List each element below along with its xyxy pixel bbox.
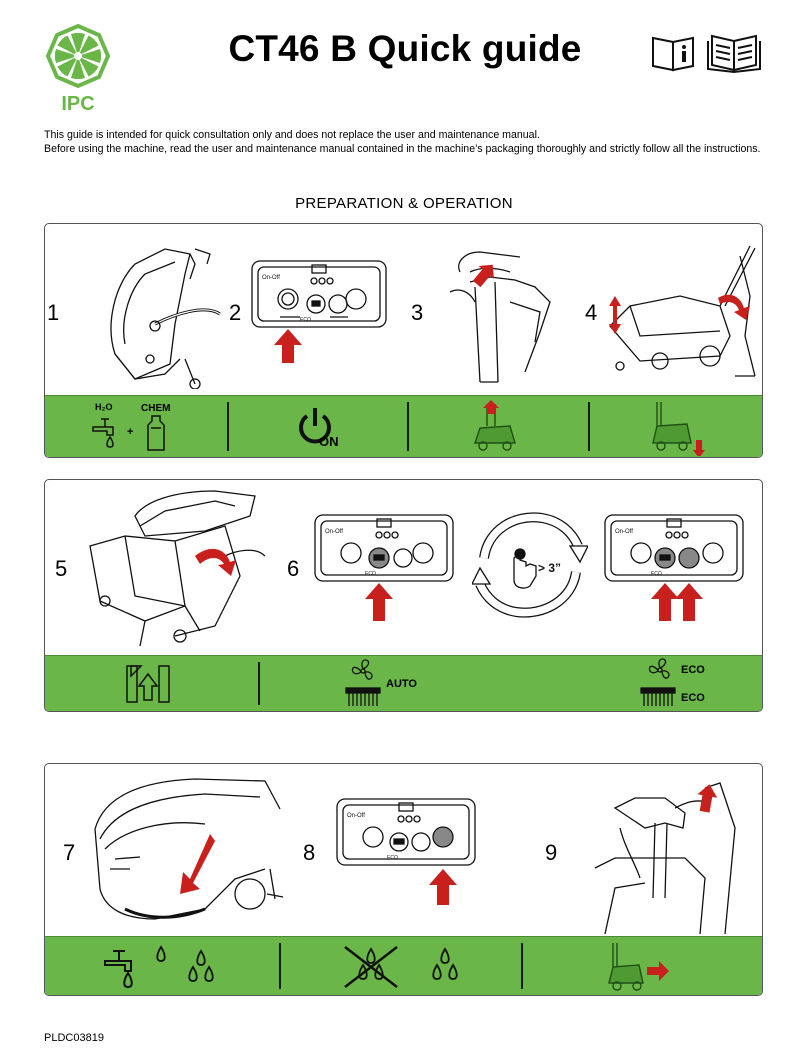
water-drops-icon (156, 945, 214, 982)
step-number-9: 9 (545, 840, 558, 865)
control-panel-illustration: On-Off ECO (336, 798, 476, 905)
eco-brush-label: ECO (681, 692, 705, 704)
step-number-5: 5 (55, 556, 68, 581)
step-number-8: 8 (303, 840, 316, 865)
tank-filling-illustration (110, 248, 221, 389)
water-valve-illustration (94, 778, 284, 920)
control-panel-illustration: On-Off ECO (314, 514, 454, 621)
book-info-icon (652, 36, 694, 72)
band-divider (279, 943, 281, 989)
step-number-4: 4 (585, 300, 598, 325)
red-arrow-icon (718, 294, 750, 320)
red-arrow-icon (429, 869, 457, 905)
ipc-logo-icon: IPC (45, 23, 111, 114)
red-arrow-icon (675, 583, 703, 621)
on-off-label: On-Off (615, 529, 633, 535)
step-number-6: 6 (287, 556, 300, 581)
panel-finish-3: 7 8 9 On-Off ECO (44, 763, 763, 996)
brand-name: IPC (61, 93, 94, 114)
handle-up-illustration (449, 251, 551, 383)
step-number-3: 3 (411, 300, 424, 325)
step-number-2: 2 (229, 300, 242, 325)
red-arrow-icon (365, 583, 393, 621)
control-panel-eco-illustration: On-Off ECO (604, 514, 744, 621)
panel-preparation-1: 1 2 3 4 On-Of (44, 223, 763, 458)
step-number-7: 7 (63, 840, 76, 865)
machine-handle-up-icon (474, 400, 516, 451)
red-arrow-icon (274, 329, 302, 363)
recovery-tank-icon (126, 665, 170, 703)
fan-brush-icon (345, 659, 381, 706)
band-divider (258, 662, 260, 705)
intro-text: This guide is intended for quick consult… (44, 128, 764, 156)
timer-label: > 3” (538, 561, 561, 575)
band-divider (227, 402, 229, 451)
power-on-icon (299, 408, 331, 444)
red-arrow-icon (609, 296, 621, 334)
step-number-1: 1 (47, 300, 60, 325)
band-divider (588, 402, 590, 451)
control-panel-illustration: On-Off ECO (251, 260, 387, 363)
red-arrow-icon (472, 264, 494, 288)
section-title: PREPARATION & OPERATION (295, 195, 513, 212)
brush-eco-icon (640, 687, 676, 706)
red-arrow-icon (647, 961, 669, 981)
recovery-tank-illustration (89, 490, 266, 647)
no-water-icon (344, 946, 398, 988)
on-off-label: On-Off (347, 813, 365, 819)
instruction-band-2: AUTO ECO ECO (45, 655, 762, 711)
red-arrow-icon (483, 400, 499, 414)
machine-move-icon (608, 943, 669, 991)
red-arrow-icon (697, 784, 718, 813)
handle-lift-illustration (594, 782, 736, 934)
on-off-label: On-Off (325, 529, 343, 535)
fan-eco-icon (648, 658, 670, 679)
intro-line-1: This guide is intended for quick consult… (44, 129, 540, 141)
page-title: CT46 B Quick guide (228, 28, 582, 69)
chem-label: CHEM (141, 403, 171, 414)
on-label: ON (319, 434, 339, 449)
intro-line-2: Before using the machine, read the user … (44, 143, 761, 155)
instruction-band-1: H₂O + CHEM ON (45, 395, 762, 457)
band-divider (521, 943, 523, 989)
eco-label: ECO (651, 571, 662, 577)
band-divider (407, 402, 409, 451)
eco-label: ECO (300, 317, 311, 323)
on-off-label: On-Off (262, 275, 280, 281)
document-code: PLDC03819 (44, 1032, 104, 1044)
eco-label: ECO (387, 855, 398, 861)
plus-label: + (127, 426, 134, 438)
red-arrow-icon (180, 834, 215, 894)
machine-lower-icon (652, 402, 705, 456)
open-book-icon (707, 34, 761, 73)
faucet-icon (104, 950, 133, 989)
eco-label: ECO (365, 571, 376, 577)
red-arrow-icon (195, 548, 236, 576)
h2o-label: H₂O (95, 402, 113, 412)
instruction-band-3 (45, 936, 762, 995)
red-arrow-icon (693, 440, 705, 456)
water-drops-icon (432, 947, 458, 980)
faucet-icon (92, 418, 114, 448)
red-arrow-icon (651, 583, 679, 621)
machine-push-illustration (609, 245, 756, 377)
eco-fan-label: ECO (681, 664, 705, 676)
rotate-arrows-icon: > 3” (472, 512, 588, 618)
auto-label: AUTO (386, 678, 417, 690)
panel-operation-2: 5 6 On-Off ECO (44, 479, 763, 712)
chemical-bottle-icon (147, 415, 165, 451)
